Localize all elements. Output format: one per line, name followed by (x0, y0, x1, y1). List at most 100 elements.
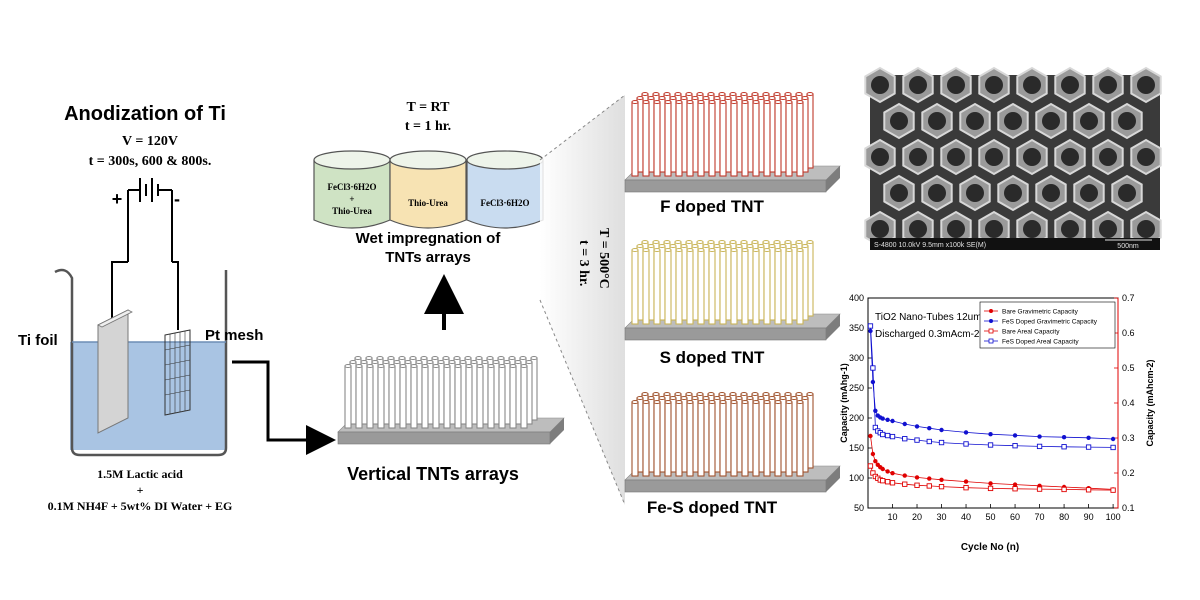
beaker-label: Thio-Urea (332, 206, 372, 216)
vertical-tubes (337, 356, 565, 445)
impregnation-temp: T = RT (406, 100, 450, 115)
data-point (890, 471, 895, 476)
nanotube-opening (680, 244, 688, 248)
nanotube-opening (763, 400, 771, 404)
nanotube (785, 401, 793, 477)
sem-pore-hole (909, 76, 927, 94)
nanotube-opening (476, 364, 484, 368)
x-tick-label: 70 (1035, 512, 1045, 522)
vertical-tnt-array: Vertical TNTs arrays (337, 356, 565, 484)
nanotube-opening (344, 364, 352, 368)
y-tick-label-left: 150 (849, 443, 864, 453)
nanotube-opening (680, 396, 688, 400)
legend-entry: FeS Doped Areal Capacity (1002, 339, 1079, 346)
impregnation-time: t = 1 hr. (405, 119, 451, 134)
data-point (890, 418, 895, 424)
substrate-side (826, 166, 840, 192)
nanotube-opening (795, 240, 803, 244)
nanotube-opening (741, 100, 749, 104)
nanotube (344, 365, 352, 429)
legend-marker (988, 328, 994, 334)
sem-pore-hole (1023, 220, 1041, 238)
nanotube (653, 401, 661, 477)
nanotube (421, 365, 429, 429)
nanotube (719, 101, 727, 177)
data-point (880, 478, 886, 484)
minus-sign: - (174, 189, 180, 209)
nanotube-opening (752, 400, 760, 404)
nanotube-opening (708, 248, 716, 252)
nanotube-opening (653, 400, 661, 404)
y-tick-label-left: 50 (854, 503, 864, 513)
nanotube-opening (708, 100, 716, 104)
nanotube (509, 365, 517, 429)
nanotube-opening (751, 240, 759, 244)
nanotube-opening (508, 356, 516, 360)
nanotube-opening (443, 364, 451, 368)
nanotube-opening (752, 248, 760, 252)
nanotube-opening (519, 356, 527, 360)
nanotube-opening (404, 360, 412, 364)
nanotube-opening (393, 360, 401, 364)
nanotube-opening (686, 400, 694, 404)
data-point (902, 436, 908, 442)
nanotube-opening (663, 392, 671, 396)
sem-pore-hole (1042, 112, 1060, 130)
substrate-front (624, 479, 827, 493)
x-axis-label: Cycle No (n) (961, 542, 1019, 553)
nanotube-opening (718, 240, 726, 244)
sem-pore-hole (966, 112, 984, 130)
nanotube-opening (658, 96, 666, 100)
data-point (939, 477, 944, 482)
nanotube-opening (774, 100, 782, 104)
nanotube (741, 401, 749, 477)
data-point (926, 438, 932, 445)
data-point (885, 417, 890, 422)
nanotube-opening (806, 392, 814, 396)
data-point (926, 483, 932, 489)
beaker-rim (313, 150, 391, 170)
nanotube-opening (773, 240, 781, 244)
nanotube-opening (432, 364, 440, 368)
doped-array-2: S doped TNT (624, 240, 841, 367)
nanotube (432, 365, 440, 429)
nanotube-opening (492, 360, 500, 364)
x-tick-label: 20 (912, 512, 922, 522)
nanotube-opening (801, 96, 809, 100)
pt-mesh-label: Pt mesh (205, 327, 263, 344)
data-point (902, 473, 907, 478)
nanotube-opening (514, 360, 522, 364)
sem-pore-hole (947, 220, 965, 238)
sem-pore-hole (966, 184, 984, 202)
y-tick-label-right: 0.2 (1122, 468, 1135, 478)
legend-entry: Bare Areal Capacity (1002, 329, 1060, 336)
sem-pore-hole (947, 76, 965, 94)
nanotube-opening (713, 96, 721, 100)
series-fes-doped-areal-capacity (867, 323, 1116, 451)
sem-pore-hole (890, 112, 908, 130)
nanotube-opening (757, 96, 765, 100)
nanotube (796, 249, 804, 325)
nanotube-opening (642, 100, 650, 104)
legend-entry: Bare Gravimetric Capacity (1002, 309, 1079, 316)
nanotube-opening (763, 248, 771, 252)
y-axis-label-left: Capacity (mAhg-1) (839, 363, 849, 443)
nanotube (730, 101, 738, 177)
data-point (1037, 434, 1042, 439)
beaker-label: + (349, 194, 354, 204)
anneal-temp: T = 500°C (596, 228, 611, 289)
nanotube-opening (735, 96, 743, 100)
nanotube-opening (658, 396, 666, 400)
nanotube (642, 101, 650, 177)
electrolyte-line-3: 0.1M NH4F + 5wt% DI Water + EG (48, 499, 233, 513)
nanotube-opening (464, 356, 472, 360)
nanotube-opening (790, 396, 798, 400)
ti-foil-label: Ti foil (18, 332, 58, 349)
nanotube-opening (686, 100, 694, 104)
substrate-side (550, 418, 564, 444)
nanotube-opening (784, 240, 792, 244)
substrate-front (624, 179, 827, 193)
nanotube-opening (740, 92, 748, 96)
sem-pore-hole (985, 148, 1003, 166)
nanotube-opening (740, 392, 748, 396)
